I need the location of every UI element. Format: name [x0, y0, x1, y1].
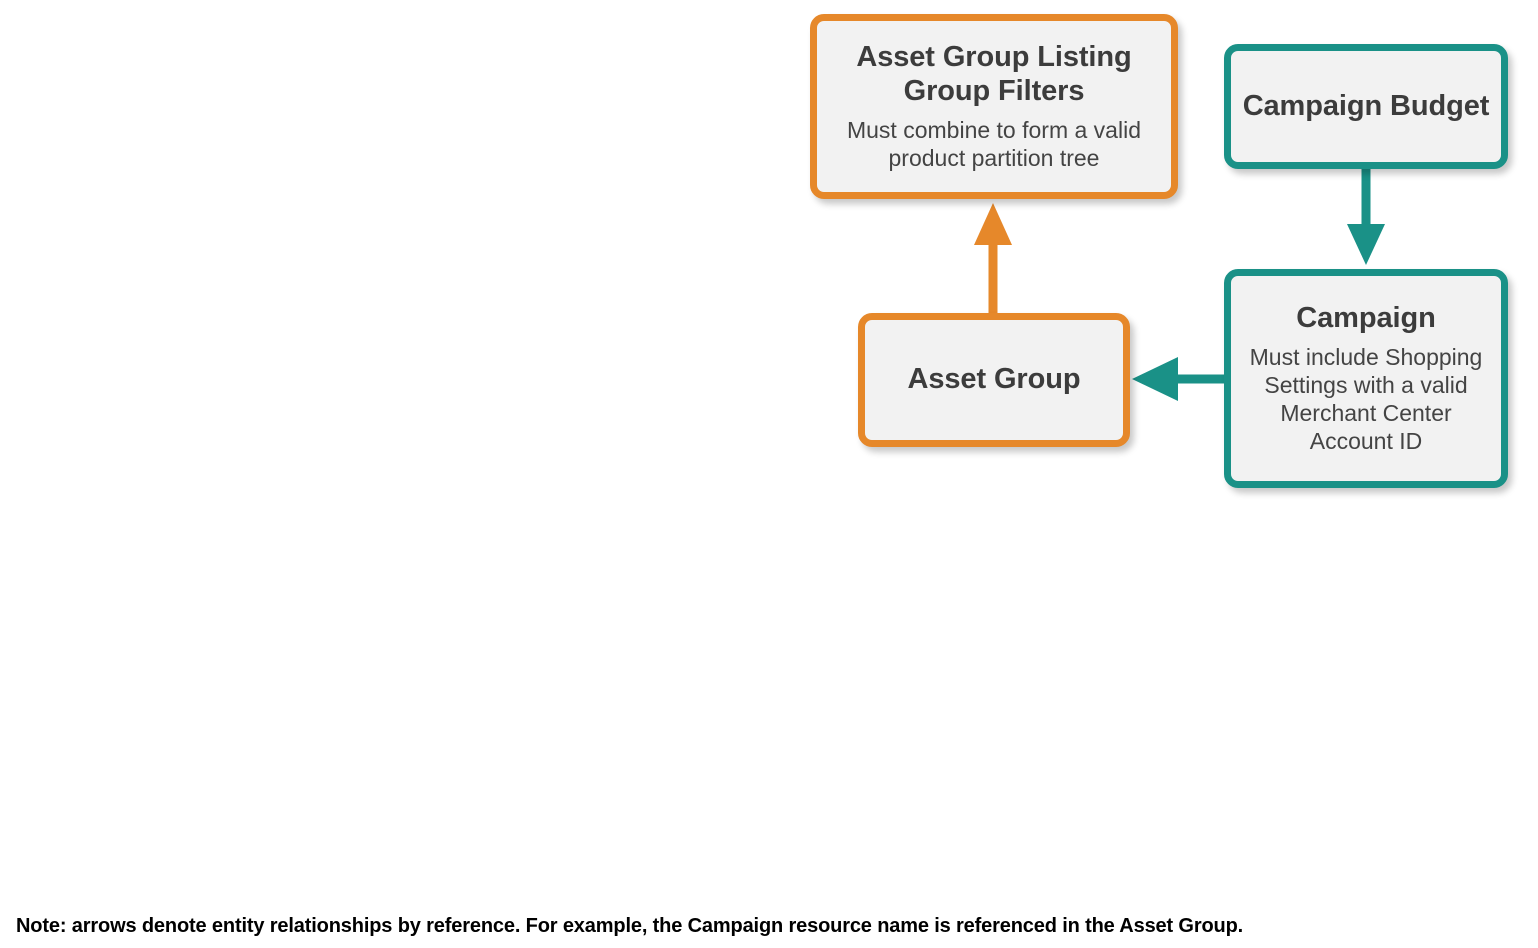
node-asset-group[interactable]: Asset Group [858, 313, 1130, 447]
arrowhead-up-orange [974, 203, 1012, 245]
diagram-footer-note: Note: arrows denote entity relationships… [16, 915, 1244, 937]
node-campaign-budget[interactable]: Campaign Budget [1224, 44, 1508, 169]
arrowhead-left-teal [1132, 357, 1178, 401]
node-campaign[interactable]: Campaign Must include Shopping Settings … [1224, 269, 1508, 488]
node-subtitle: Must include Shopping Settings with a va… [1249, 343, 1483, 454]
node-title: Asset Group [907, 363, 1081, 396]
node-subtitle: Must combine to form a valid product par… [846, 116, 1141, 171]
node-title: Asset Group Listing Group Filters [856, 41, 1132, 107]
arrowhead-down-teal [1347, 224, 1385, 265]
node-title: Campaign [1296, 302, 1436, 335]
edge-campaign-to-asset-group [1132, 357, 1224, 401]
edge-campaign-budget-to-campaign [1347, 169, 1385, 265]
node-asset-group-listing-group-filters[interactable]: Asset Group Listing Group Filters Must c… [810, 14, 1178, 199]
edge-asset-group-to-listing-group-filters [974, 203, 1012, 313]
node-title: Campaign Budget [1242, 89, 1490, 122]
